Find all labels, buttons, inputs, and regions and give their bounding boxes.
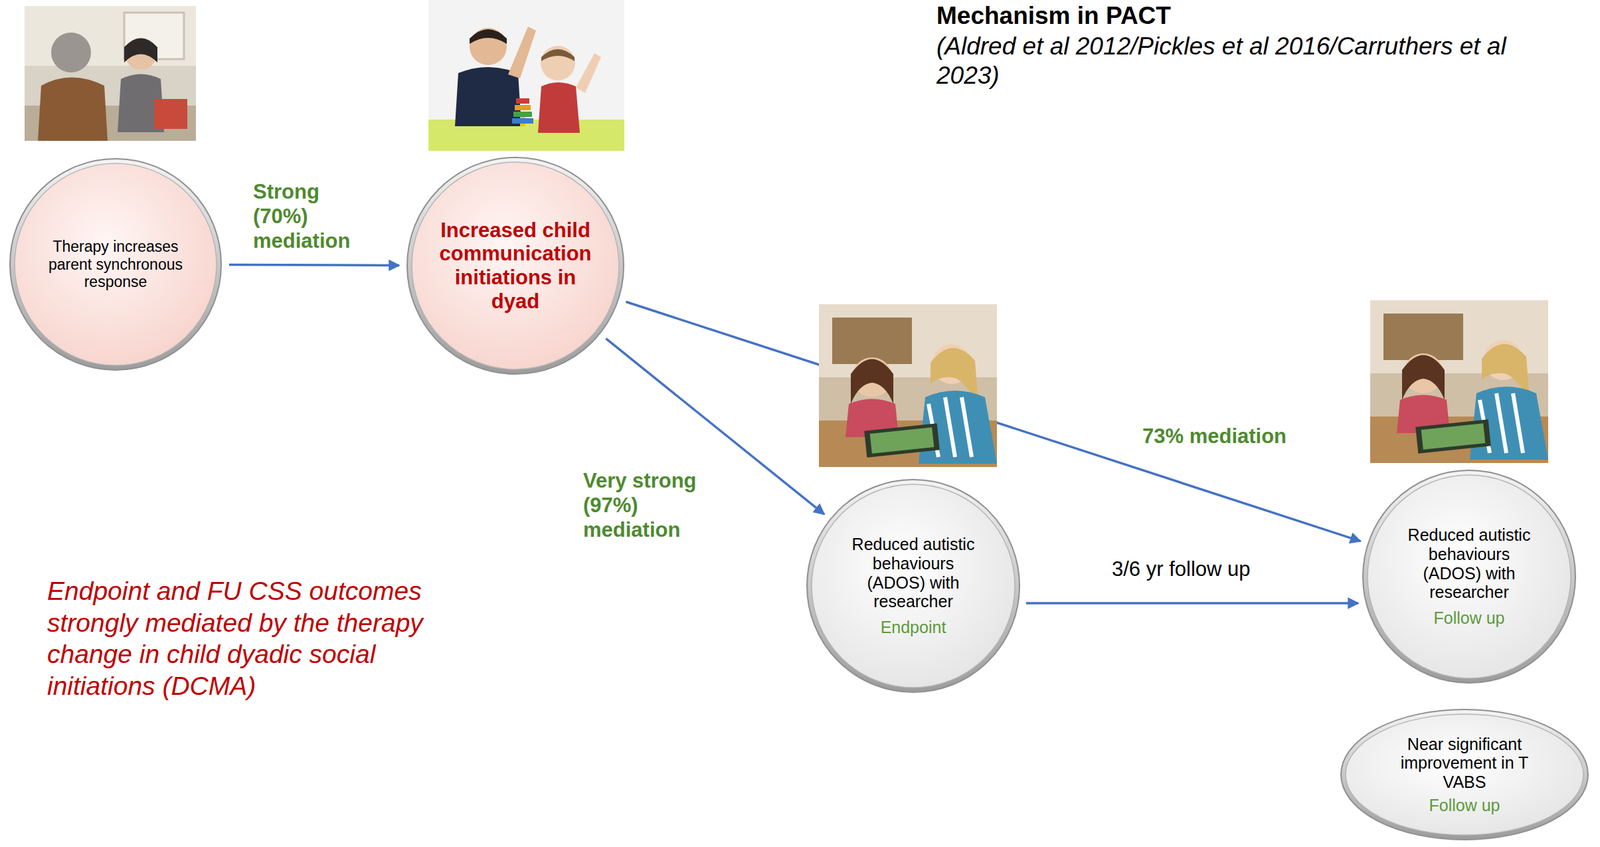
- assessment-photo: [1370, 300, 1549, 463]
- node-text: Reduced autistic behaviours (ADOS) with …: [842, 534, 985, 612]
- node-text: Reduced autistic behaviours (ADOS) with …: [1398, 525, 1541, 602]
- node-subtext: Follow up: [1398, 608, 1541, 628]
- node-rim: [9, 158, 222, 370]
- diagram-title: Mechanism in PACT: [936, 1, 1171, 31]
- node-face: [1345, 713, 1584, 835]
- node-text: Near significant improvement in T VABS: [1393, 734, 1537, 792]
- node-text-group: Near significant improvement in T VABS Fo…: [1393, 734, 1537, 815]
- node-rim: [1340, 709, 1589, 840]
- mechanism-circle: Increased child communication initiation…: [405, 156, 625, 376]
- node-rim: [1362, 470, 1576, 683]
- mechanism-circle: Reduced autistic behaviours (ADOS) with …: [1361, 468, 1577, 685]
- therapy-photo: [24, 5, 196, 141]
- node-text: Therapy increases parent synchronous res…: [47, 237, 184, 291]
- mechanism-circle: Therapy increases parent synchronous res…: [8, 157, 223, 372]
- edge-label: 73% mediation: [1142, 423, 1287, 449]
- edge-label: 3/6 yr follow up: [1111, 556, 1251, 582]
- node-subtext: Follow up: [1393, 795, 1537, 815]
- node-text-group: Reduced autistic behaviours (ADOS) with …: [1398, 525, 1541, 628]
- node-text-group: Increased child communication initiation…: [432, 218, 599, 314]
- node-face: [14, 163, 217, 366]
- node-face: [411, 162, 620, 370]
- node-rim: [407, 157, 624, 374]
- node-face: [1367, 474, 1571, 679]
- node-face: [811, 484, 1015, 688]
- node-text-group: Therapy increases parent synchronous res…: [47, 237, 184, 291]
- assessment-photo: [818, 304, 997, 467]
- node-rim: [806, 479, 1020, 693]
- node-text: Increased child communication initiation…: [432, 218, 599, 314]
- play-photo: [428, 0, 625, 151]
- edge-label: Very strong (97%) mediation: [583, 468, 716, 543]
- node-subtext: Endpoint: [842, 617, 985, 637]
- edge-label: Strong (70%) mediation: [253, 179, 360, 254]
- result-ellipse: Near significant improvement in T VABS Fo…: [1339, 708, 1590, 841]
- mediation-arrow: [625, 301, 1361, 541]
- mechanism-circle: Reduced autistic behaviours (ADOS) with …: [805, 478, 1021, 694]
- summary-note: Endpoint and FU CSS outcomes strongly me…: [47, 575, 473, 702]
- mediation-arrow: [229, 263, 400, 267]
- node-text-group: Reduced autistic behaviours (ADOS) with …: [842, 534, 985, 637]
- citation-note: (Aldred et al 2012/Pickles et al 2016/Ca…: [936, 31, 1555, 91]
- mediation-arrow: [1026, 601, 1359, 605]
